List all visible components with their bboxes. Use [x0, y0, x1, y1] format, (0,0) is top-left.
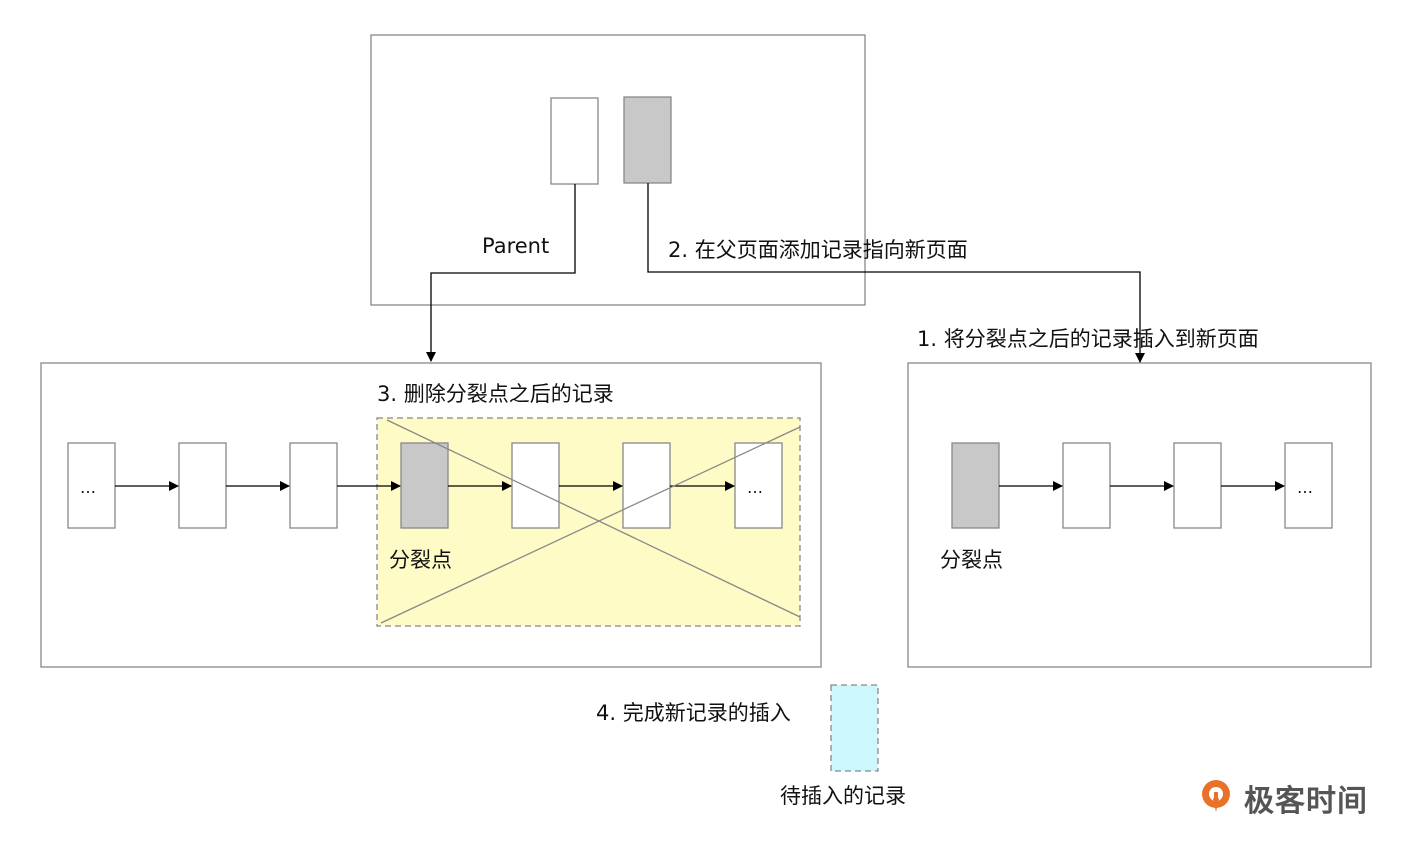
split-record-box: [951, 442, 1000, 529]
pending-record-label: 待插入的记录: [780, 784, 906, 808]
parent-record-old: [550, 97, 599, 185]
step4-label: 4. 完成新记录的插入: [596, 701, 791, 725]
cross-out-line: [380, 426, 801, 624]
parent-label: Parent: [482, 234, 550, 258]
split-point-label-left: 分裂点: [389, 548, 452, 572]
step1-label: 1. 将分裂点之后的记录插入到新页面: [917, 327, 1259, 351]
parent-page: [370, 34, 866, 306]
step3-label: 3. 删除分裂点之后的记录: [377, 382, 614, 406]
step2-label: 2. 在父页面添加记录指向新页面: [668, 238, 968, 262]
record-box: [289, 442, 338, 529]
geektime-logo: 极客时间: [1238, 776, 1368, 820]
split-point-label-right: 分裂点: [940, 548, 1003, 572]
new-pointer-connector: [647, 183, 1145, 363]
record-box: [1173, 442, 1222, 529]
ellipsis-text: …: [80, 478, 97, 497]
parent-record-new: [623, 96, 672, 184]
record-box: [178, 442, 227, 529]
pending-record-box: [830, 684, 879, 772]
record-box: [511, 442, 560, 529]
parent-pointer-connector: [426, 184, 576, 362]
geektime-logo-icon: [1202, 780, 1230, 812]
split-record-box: [400, 442, 449, 529]
cross-out-line: [386, 419, 801, 618]
ellipsis-text: …: [1297, 478, 1314, 497]
logo-text: 极客时间: [1244, 784, 1368, 819]
record-box: [734, 442, 783, 529]
record-box: [1062, 442, 1111, 529]
record-box: [622, 442, 671, 529]
ellipsis-text: …: [747, 478, 764, 497]
record-box: [1284, 442, 1333, 529]
